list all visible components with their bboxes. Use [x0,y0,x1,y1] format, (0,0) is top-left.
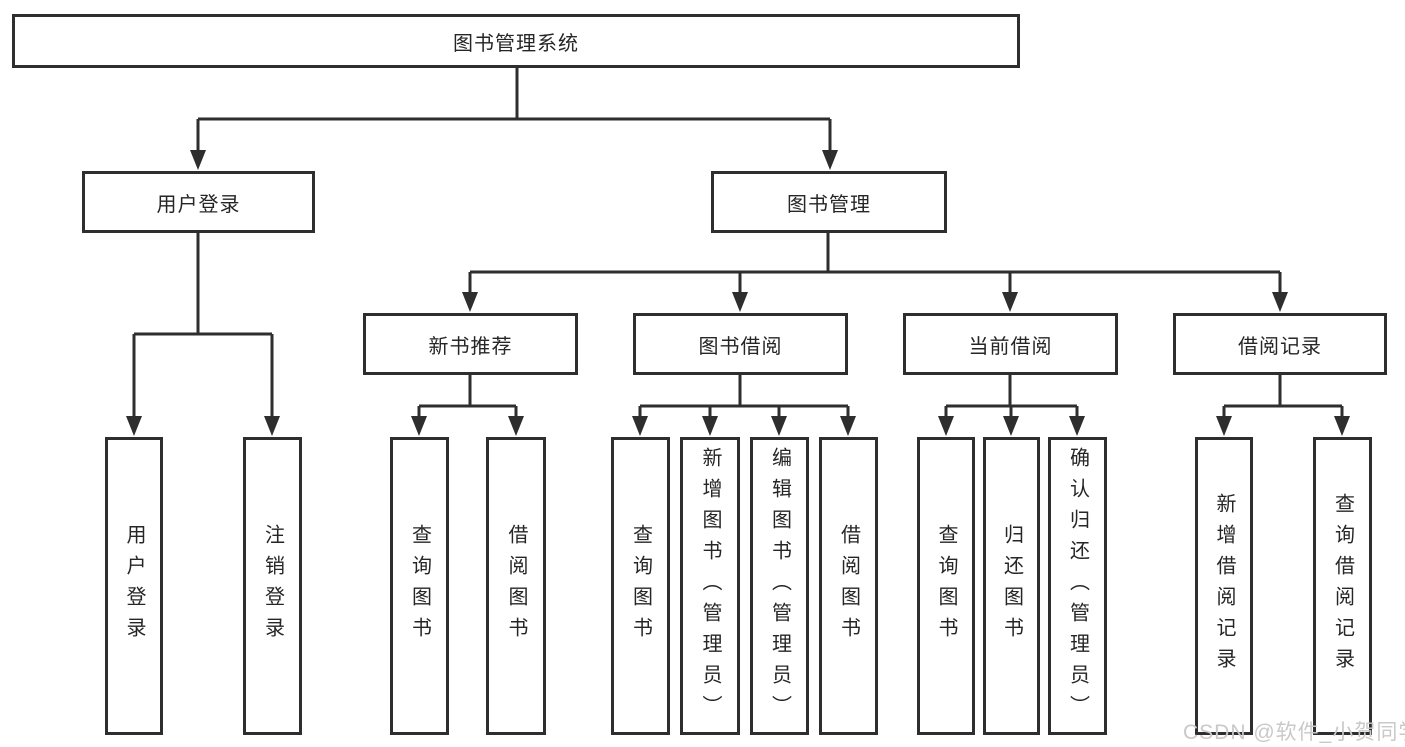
arrowhead-icon [1272,292,1288,312]
node-new-book-recommend: 新书推荐 [363,313,578,375]
csdn-watermark: CSDN @软件_小贺同学 [1183,721,1405,744]
arrowhead-icon [190,150,206,170]
leaf-query-books-borrowing: 查询图书 [611,437,670,735]
arrowhead-icon [264,416,280,436]
node-user-login: 用户登录 [82,171,315,233]
leaf-query-borrow-record: 查询借阅记录 [1313,437,1372,735]
node-book-management: 图书管理 [711,171,947,233]
connector-book-borrowing-to-leaves [632,375,856,436]
connector-book-management-to-level3 [462,233,1288,312]
arrowhead-icon [702,416,718,436]
arrowhead-icon [771,416,787,436]
arrowhead-icon [1216,416,1232,436]
leaf-add-borrow-record: 新增借阅记录 [1195,437,1253,735]
node-current-borrowing: 当前借阅 [903,313,1118,375]
node-borrow-records: 借阅记录 [1173,313,1387,375]
arrowhead-icon [1003,416,1019,436]
leaf-borrow-books-borrowing: 借阅图书 [819,437,878,735]
leaf-query-books-recommend: 查询图书 [390,437,449,735]
connector-borrow-records-to-leaves [1216,375,1350,436]
node-library-system: 图书管理系统 [12,14,1020,68]
leaf-edit-book-admin: 编辑图书（管理员） [750,437,809,735]
arrowhead-icon [508,416,524,436]
arrowhead-icon [126,416,142,436]
leaf-logout-login: 注销登录 [243,437,302,735]
leaf-borrow-books-recommend: 借阅图书 [486,437,546,735]
arrowhead-icon [632,416,648,436]
arrowhead-icon [822,150,838,170]
arrowhead-icon [411,416,427,436]
connector-new-book-recommend-to-leaves [411,375,524,436]
arrowhead-icon [840,416,856,436]
leaf-query-books-current: 查询图书 [917,437,975,735]
arrowhead-icon [1002,292,1018,312]
leaf-user-login: 用户登录 [105,437,163,735]
node-book-borrowing: 图书借阅 [633,313,848,375]
arrowhead-icon [462,292,478,312]
arrowhead-icon [1069,416,1085,436]
leaf-confirm-return-admin: 确认归还（管理员） [1048,437,1107,735]
connector-current-borrowing-to-leaves [938,375,1085,436]
leaf-return-books: 归还图书 [983,437,1040,735]
connector-user-login-to-leaves [126,233,280,436]
leaf-add-book-admin: 新增图书（管理员） [680,437,740,735]
arrowhead-icon [1334,416,1350,436]
arrowhead-icon [732,292,748,312]
connector-root-to-level2 [190,68,838,170]
arrowhead-icon [938,416,954,436]
